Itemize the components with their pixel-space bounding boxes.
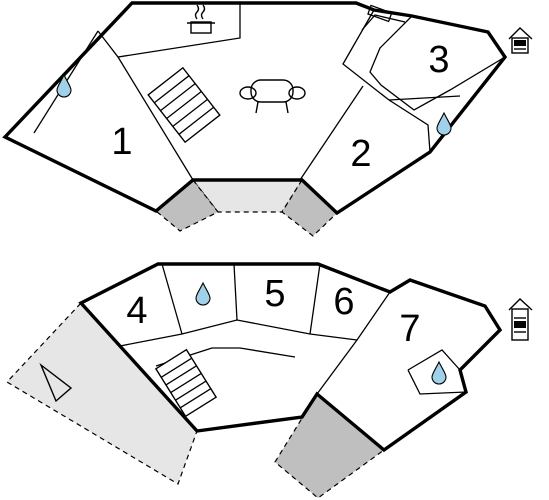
terrace-upper-right [281,179,338,237]
room-label-6: 6 [333,281,354,323]
stairs-icon [147,66,221,144]
water-drop-icon [56,73,72,98]
water-drop-icon [431,360,447,385]
house-level-icon [508,298,533,341]
room-label-3: 3 [428,39,449,81]
room-label-4: 4 [126,290,147,332]
house-level-icon [508,27,533,54]
room-label-5: 5 [264,273,285,315]
stairs-icon [154,348,218,418]
lower-floor: 4 5 6 7 [6,262,533,499]
sofa-icon [239,79,306,114]
lower-interior-walls [119,263,467,395]
upper-floor: 1 2 3 [2,1,533,237]
water-drop-icon [436,111,452,136]
water-drop-icon [195,281,211,306]
room-label-7: 7 [399,308,420,350]
upper-interior-walls [33,3,506,181]
room-label-1: 1 [111,121,132,163]
terrace-lower-left [6,302,198,485]
room-label-2: 2 [350,133,371,175]
cooking-pot-icon [187,4,215,34]
compass-arrow-icon [39,362,73,403]
upper-floor-outline [2,1,508,216]
